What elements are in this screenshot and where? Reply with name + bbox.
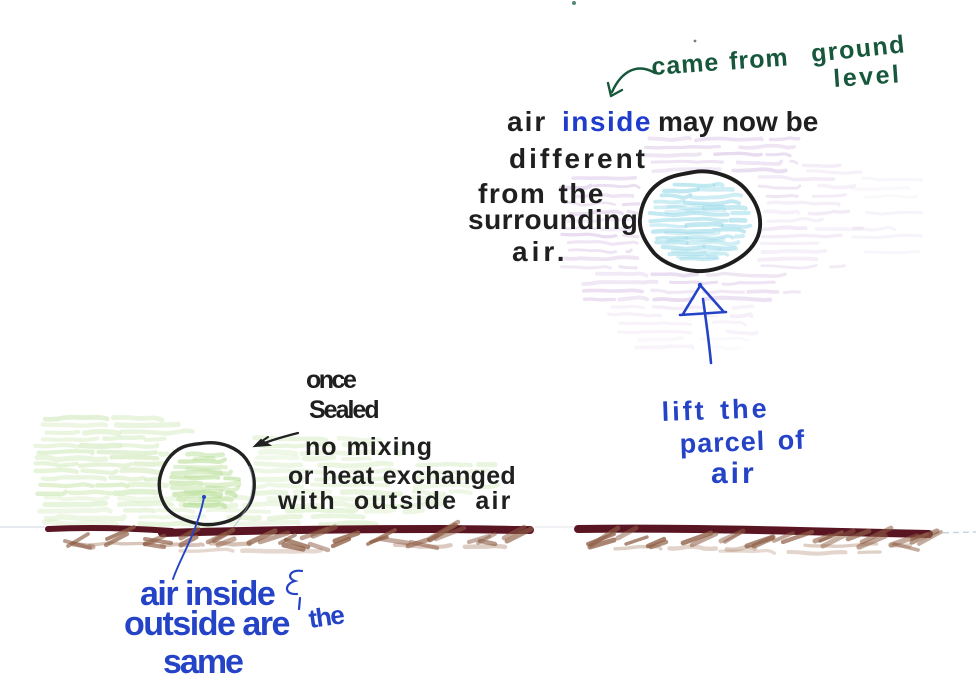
svg-text:may now be: may now be xyxy=(658,106,818,137)
svg-text:Sealed: Sealed xyxy=(309,396,378,424)
svg-text:air: air xyxy=(711,457,757,490)
svg-text:with outside air: with outside air xyxy=(277,487,513,515)
svg-text:inside: inside xyxy=(562,106,652,137)
svg-text:air: air xyxy=(507,106,547,137)
svg-text:parcel of: parcel of xyxy=(679,425,806,459)
svg-text:lift the: lift the xyxy=(661,393,770,427)
svg-text:same: same xyxy=(163,643,243,681)
svg-text:from the: from the xyxy=(478,178,605,209)
svg-text:no mixing: no mixing xyxy=(305,433,433,461)
svg-text:once: once xyxy=(306,366,357,394)
svg-text:the: the xyxy=(307,599,346,634)
svg-text:level: level xyxy=(832,60,902,93)
svg-text:different: different xyxy=(509,143,648,174)
svg-text:air.: air. xyxy=(512,236,568,267)
svg-text:surrounding: surrounding xyxy=(468,204,638,235)
svg-text:air inside: air inside xyxy=(140,575,275,613)
svg-text:or heat exchanged: or heat exchanged xyxy=(288,462,516,490)
svg-text:outside are: outside are xyxy=(124,605,289,643)
